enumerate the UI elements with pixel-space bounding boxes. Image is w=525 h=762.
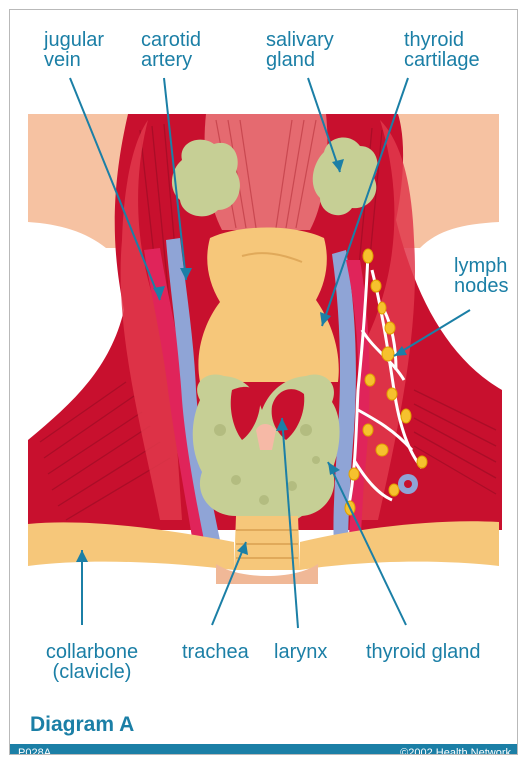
- label-lymph-nodes: lymph nodes: [454, 256, 509, 296]
- label-carotid-artery: carotid artery: [141, 30, 201, 70]
- footer-bar: P028A ©2002 Health Network: [10, 744, 517, 755]
- label-larynx: larynx: [274, 642, 327, 662]
- label-collarbone: collarbone (clavicle): [30, 642, 154, 682]
- label-trachea: trachea: [182, 642, 249, 662]
- footer-code: P028A: [18, 747, 51, 755]
- label-jugular-vein: jugular vein: [44, 30, 104, 70]
- label-thyroid-gland: thyroid gland: [366, 642, 481, 662]
- footer-copyright: ©2002 Health Network: [400, 747, 511, 755]
- label-thyroid-cartilage: thyroid cartilage: [404, 30, 480, 70]
- diagram-caption: Diagram A: [30, 713, 134, 737]
- diagram-frame: jugular vein carotid artery salivary gla…: [9, 9, 518, 755]
- label-salivary-gland: salivary gland: [266, 30, 334, 70]
- thyroid-cartilage: [198, 228, 338, 383]
